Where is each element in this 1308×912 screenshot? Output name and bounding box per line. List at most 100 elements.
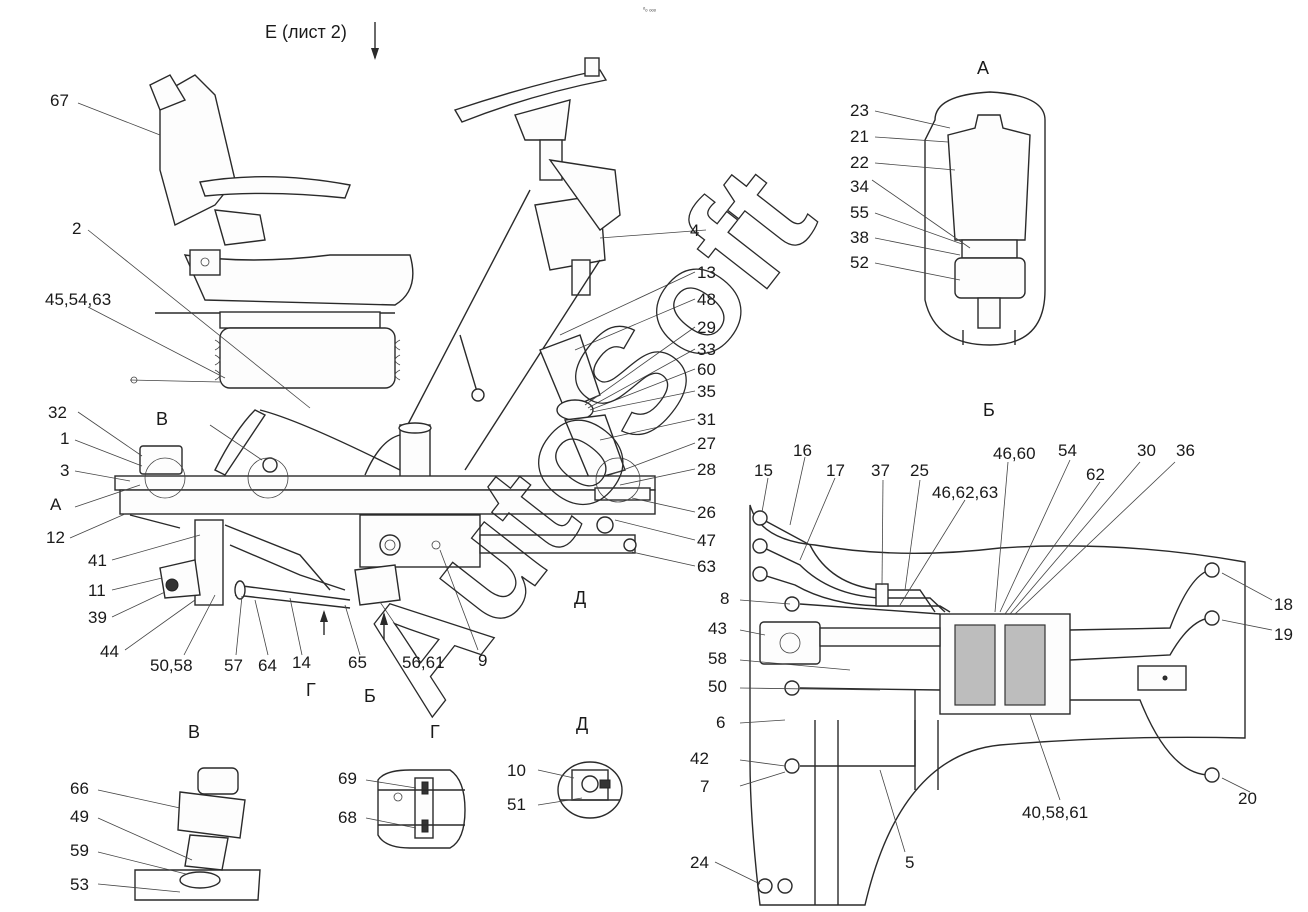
label-15: 15 [754,461,773,480]
label-6: 6 [716,713,725,732]
label-67: 67 [50,91,69,110]
label-38: 38 [850,228,869,247]
operator-seat [149,74,414,329]
detail-b: Б [690,400,1293,906]
label-21: 21 [850,127,869,146]
detail-v-title: В [188,722,200,742]
label-29: 29 [697,318,716,337]
label-43: 43 [708,619,727,638]
label-28: 28 [697,460,716,479]
label-69: 69 [338,769,357,788]
label-9: 9 [478,651,487,670]
label-17: 17 [826,461,845,480]
header-code: ᵒₒ ₒₒₒ [643,7,657,13]
view-e-title: Е (лист 2) [265,22,347,42]
label-1: 1 [60,429,69,448]
label-3: 3 [60,461,69,480]
label-42: 42 [690,749,709,768]
label-26: 26 [697,503,716,522]
label-50: 50 [708,677,727,696]
label-66: 66 [70,779,89,798]
label-60: 60 [697,360,716,379]
label-49: 49 [70,807,89,826]
detail-g: Г 69 68 [338,722,466,849]
label-35: 35 [697,382,716,401]
label-46-62-63: 46,62,63 [932,483,998,502]
label-16: 16 [793,441,812,460]
label-24: 24 [690,853,709,872]
view-e-arrow [371,22,379,60]
steering-column [404,57,621,471]
detail-a-title: А [977,58,989,78]
detail-b-leaders [714,456,1273,885]
label-48: 48 [697,290,716,309]
label-31: 31 [697,410,716,429]
detail-d: Д 10 51 [507,714,623,819]
label-68: 68 [338,808,357,827]
detail-v: В 66 49 59 53 [70,722,261,901]
label-64: 64 [258,656,277,675]
label-2: 2 [72,219,81,238]
lower-linkage [129,514,637,609]
label-25: 25 [910,461,929,480]
detail-d-title: Д [576,714,588,734]
label-57: 57 [224,656,243,675]
seat-bellows [129,327,401,389]
base-frame [114,409,656,534]
label-12: 12 [46,528,65,547]
detail-g-title: Г [430,722,440,742]
view-b-marker: Б [364,686,376,706]
detail-b-title: Б [983,400,995,420]
label-5: 5 [905,853,914,872]
label-44: 44 [100,642,119,661]
control-unit [259,334,626,481]
label-4: 4 [690,221,699,240]
label-47: 47 [697,531,716,550]
main-leaders [69,102,707,656]
main-view: Е (лист 2) [45,22,716,706]
label-56-61: 56,61 [402,653,445,672]
label-46-60: 46,60 [993,444,1036,463]
label-52: 52 [850,253,869,272]
label-11: 11 [88,581,106,600]
label-58: 58 [708,649,727,668]
label-23: 23 [850,101,869,120]
label-30: 30 [1137,441,1156,460]
view-d-marker: Д [574,588,586,608]
label-53: 53 [70,875,89,894]
section-arrows [320,610,388,640]
label-22: 22 [850,153,869,172]
label-7: 7 [700,777,709,796]
label-8: 8 [720,589,729,608]
view-g-marker: Г [306,680,316,700]
label-62: 62 [1086,465,1105,484]
label-63: 63 [697,557,716,576]
label-10: 10 [507,761,526,780]
label-32: 32 [48,403,67,422]
label-14: 14 [292,653,311,672]
label-59: 59 [70,841,89,860]
view-a-marker: А [50,495,62,514]
label-20: 20 [1238,789,1257,808]
label-41: 41 [88,551,107,570]
detail-a: А 23 21 22 34 55 38 52 [850,58,1046,346]
main-labels: 67 2 45,54,63 32 В 1 3 А 12 41 11 39 44 … [45,91,716,706]
label-34: 34 [850,177,869,196]
label-65: 65 [348,653,367,672]
label-39: 39 [88,608,107,627]
label-54: 54 [1058,441,1077,460]
view-v-marker: В [156,409,168,429]
label-51: 51 [507,795,526,814]
label-36: 36 [1176,441,1195,460]
label-37: 37 [871,461,890,480]
label-50-58: 50,58 [150,656,193,675]
label-19: 19 [1274,625,1293,644]
label-33: 33 [697,340,716,359]
label-27: 27 [697,434,716,453]
label-55: 55 [850,203,869,222]
label-13: 13 [697,263,716,282]
label-18: 18 [1274,595,1293,614]
label-45-54-63: 45,54,63 [45,290,111,309]
label-40-58-61: 40,58,61 [1022,803,1088,822]
